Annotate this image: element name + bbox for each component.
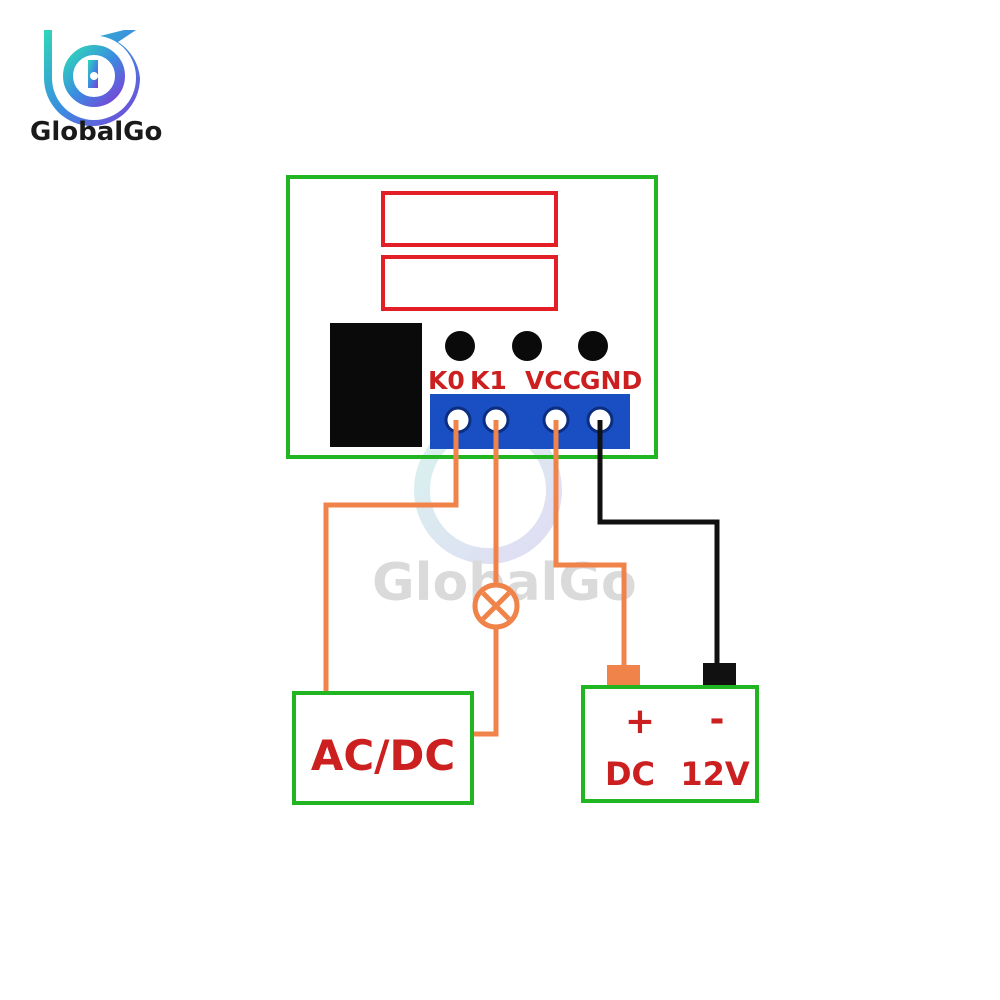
- lamp-icon: [472, 582, 520, 630]
- button-3: [578, 331, 608, 361]
- minus-connector: [703, 663, 736, 687]
- terminal-label-gnd: GND: [580, 366, 642, 395]
- plus-connector: [607, 665, 640, 687]
- terminal-label-k0: K0: [428, 366, 465, 395]
- ac-dc-label: AC/DC: [311, 731, 455, 780]
- brand-logo: GlobalGo: [30, 30, 162, 147]
- module-frame: [286, 175, 658, 459]
- relay-block: [330, 323, 422, 447]
- terminal-label-vcc: VCC: [525, 366, 581, 395]
- wire-gnd-minus: [597, 420, 720, 665]
- logo-ring-icon: [63, 45, 125, 107]
- terminal-label-k1: K1: [470, 366, 507, 395]
- wire-lamp-acdc: [473, 629, 499, 737]
- ac-dc-box: [292, 691, 474, 805]
- minus-label: -: [710, 699, 725, 740]
- display-bottom: [381, 255, 558, 311]
- logo-dot-icon: [90, 72, 98, 80]
- dc-label: DC: [605, 755, 655, 793]
- button-1: [445, 331, 475, 361]
- plus-label: +: [625, 701, 655, 742]
- voltage-label: 12V: [680, 755, 750, 793]
- wire-vcc-plus: [553, 420, 627, 665]
- brand-name: GlobalGo: [30, 117, 162, 147]
- button-2: [512, 331, 542, 361]
- dc-12v-box: [581, 685, 759, 803]
- wire-k0-acdc: [323, 420, 459, 693]
- display-top: [381, 191, 558, 247]
